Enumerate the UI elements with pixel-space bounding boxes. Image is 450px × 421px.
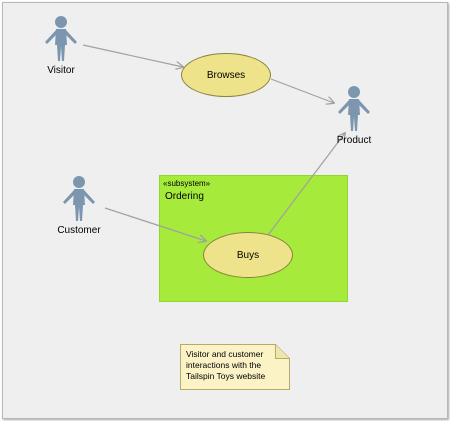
- stick-figure-icon: [338, 86, 370, 131]
- usecase-buys[interactable]: Buys: [203, 232, 293, 278]
- actor-visitor[interactable]: Visitor: [31, 15, 91, 76]
- connector-visitor-browses[interactable]: [82, 44, 183, 67]
- comment-note[interactable]: Visitor and customer interactions with t…: [180, 344, 290, 390]
- subsystem-stereotype: «subsystem»: [163, 179, 211, 188]
- actor-label-product: Product: [336, 135, 372, 146]
- actor-label-customer: Customer: [57, 225, 101, 236]
- actor-label-visitor: Visitor: [47, 65, 75, 76]
- stick-figure-icon: [45, 16, 77, 61]
- subsystem-name: Ordering: [165, 191, 204, 202]
- actor-customer[interactable]: Customer: [49, 175, 109, 236]
- actor-product[interactable]: Product: [324, 85, 384, 146]
- note-text: Visitor and customer interactions with t…: [186, 349, 266, 381]
- note-shape-icon: [180, 344, 290, 390]
- usecase-browses[interactable]: Browses: [181, 53, 271, 97]
- stick-figure-icon: [63, 176, 95, 221]
